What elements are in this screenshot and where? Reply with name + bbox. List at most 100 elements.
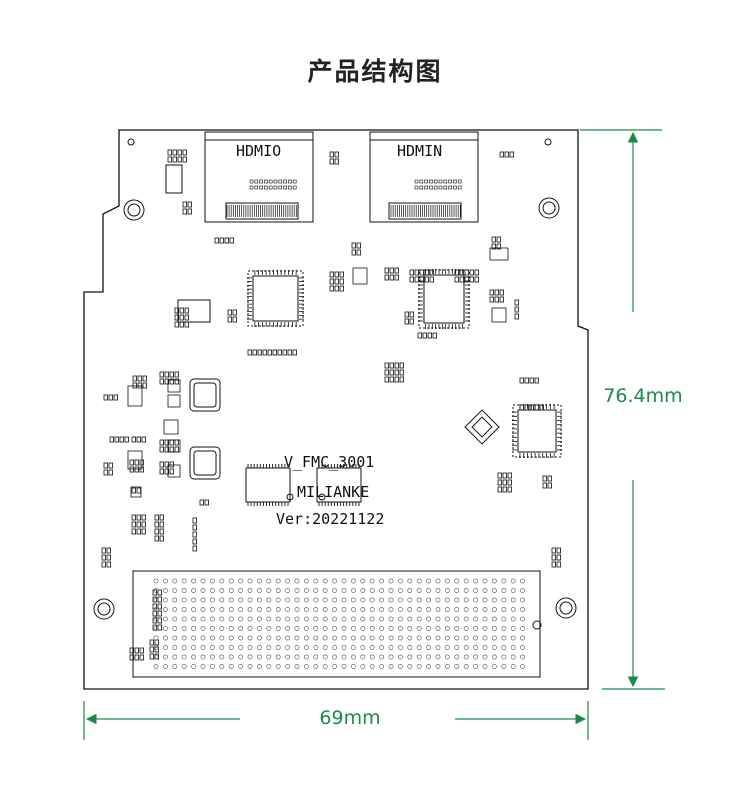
passive-component — [519, 404, 524, 411]
passive-component — [154, 535, 159, 542]
fmc-pin — [285, 597, 290, 603]
fmc-pin — [350, 616, 356, 622]
passive-component — [394, 362, 399, 369]
fmc-pin — [473, 597, 478, 603]
hdmi-pad — [273, 185, 278, 190]
passive-component — [334, 151, 339, 158]
fmc-pin — [369, 626, 375, 631]
passive-component — [177, 156, 182, 163]
passive-component — [159, 521, 164, 528]
passive-component — [334, 278, 339, 285]
height-dimension-label: 76.4mm — [603, 385, 683, 407]
passive-component — [164, 446, 169, 453]
passive-component — [339, 285, 344, 292]
fmc-pin — [407, 607, 413, 612]
fmc-pin — [388, 616, 394, 622]
fmc-pin — [322, 597, 328, 603]
passive-component — [399, 376, 404, 383]
fmc-pin — [501, 616, 507, 622]
fmc-pin — [444, 664, 450, 669]
passive-component — [329, 151, 334, 158]
fmc-pin — [162, 635, 168, 641]
fmc-pin — [294, 626, 300, 631]
fmc-pin — [191, 597, 196, 603]
fmc-pin — [416, 616, 422, 622]
passive-component — [199, 499, 204, 506]
passive-component — [227, 316, 232, 323]
fmc-pin — [350, 607, 356, 612]
passive-component — [519, 377, 524, 384]
passive-component — [494, 289, 499, 296]
fmc-pin — [209, 654, 215, 660]
fmc-pin — [379, 635, 384, 641]
passive-component — [389, 267, 394, 274]
passive-component — [141, 436, 146, 443]
passive-component — [172, 149, 177, 156]
fmc-pin — [350, 654, 356, 660]
passive-component — [491, 243, 496, 250]
fmc-pin — [407, 664, 413, 669]
fmc-pin — [228, 578, 234, 584]
fmc-pin — [360, 635, 366, 641]
fmc-pin — [416, 664, 422, 669]
fmc-pin — [350, 664, 356, 669]
fmc-pin — [350, 626, 356, 631]
fmc-pin — [397, 597, 403, 603]
passive-component — [179, 314, 184, 321]
fmc-pin — [444, 645, 450, 650]
passive-component — [149, 646, 154, 653]
passive-component — [389, 362, 394, 369]
fmc-pin — [275, 645, 281, 650]
fmc-pin — [520, 635, 525, 641]
passive-component — [134, 654, 139, 661]
passive-component — [177, 149, 182, 156]
fmc-pin — [247, 607, 253, 612]
fmc-pin — [510, 664, 516, 669]
passive-component — [232, 309, 237, 316]
passive-component — [529, 377, 534, 384]
fmc-pin — [332, 664, 337, 669]
fmc-pin — [435, 635, 441, 641]
capacitor — [167, 464, 181, 478]
fmc-pin — [388, 635, 394, 641]
fmc-pin — [416, 626, 422, 631]
fmc-pin — [294, 616, 300, 622]
fmc-pin — [219, 597, 225, 603]
fmc-pin — [426, 635, 431, 641]
passive-component — [232, 316, 237, 323]
fmc-pin — [473, 654, 478, 660]
fmc-pin — [266, 588, 272, 593]
fmc-pin — [256, 635, 262, 641]
fmc-pin — [219, 578, 225, 584]
small-ic — [163, 419, 179, 435]
fmc-pin — [510, 635, 516, 641]
fmc-pin — [360, 588, 366, 593]
ic-qfp-lower-right — [512, 404, 562, 458]
fmc-pin — [228, 607, 234, 612]
passive-component — [384, 369, 389, 376]
fmc-pin — [332, 635, 337, 641]
passive-component — [356, 242, 361, 249]
fmc-pin — [473, 607, 478, 612]
fmc-pin — [416, 578, 422, 584]
fmc-pin — [322, 578, 328, 584]
fmc-pin — [397, 588, 403, 593]
fmc-pin — [426, 597, 431, 603]
passive-component — [154, 639, 159, 646]
fmc-pin — [341, 578, 347, 584]
hdmi-pad — [259, 179, 263, 184]
fmc-pin — [228, 635, 234, 641]
passive-component — [159, 439, 164, 446]
passive-component — [507, 486, 512, 493]
hdmi-pad — [414, 179, 419, 184]
hdmi-pad — [264, 185, 268, 190]
passive-component — [429, 276, 434, 283]
fmc-pin — [510, 654, 516, 660]
passive-component — [192, 517, 197, 524]
fmc-pin — [510, 607, 516, 612]
passive-component — [159, 371, 164, 378]
fmc-pin — [454, 578, 460, 584]
fmc-pin — [294, 578, 300, 584]
fmc-pin — [303, 588, 309, 593]
fmc-pin — [266, 578, 272, 584]
